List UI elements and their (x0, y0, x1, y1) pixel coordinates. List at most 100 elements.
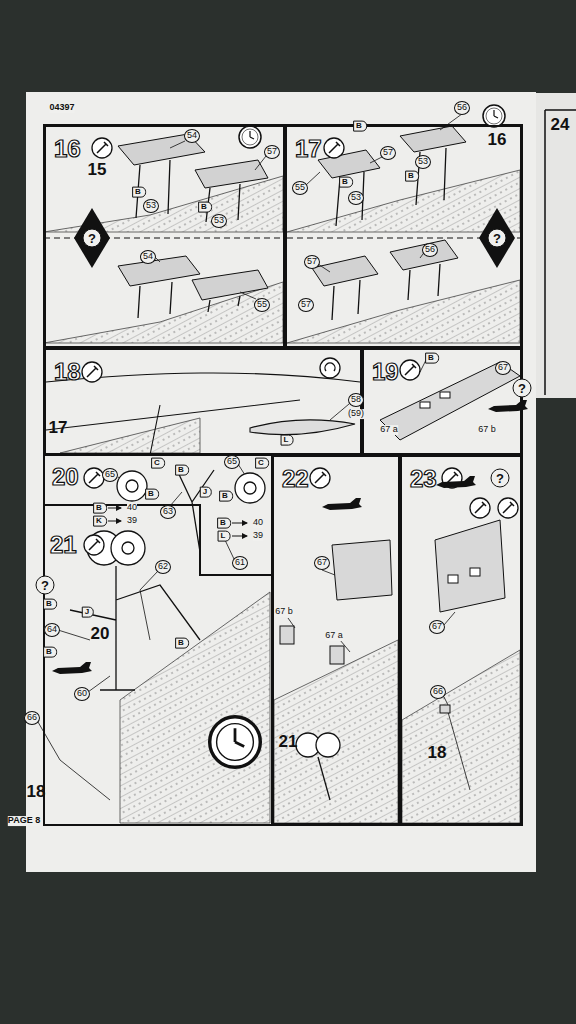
decal-letter: B (93, 503, 107, 514)
decal-letter: C (151, 458, 165, 469)
decal-letter: B (198, 202, 212, 213)
decal-letter: L (281, 435, 294, 446)
panel-part (420, 402, 430, 408)
decal-letter: B (339, 177, 353, 188)
part-number: 67 b (275, 607, 293, 617)
wing-surface (274, 640, 398, 823)
aircraft-silhouette (322, 498, 362, 510)
step-reference: 20 (91, 625, 110, 644)
page-frame (44, 125, 522, 825)
aircraft-silhouette (52, 662, 92, 674)
divider (44, 237, 520, 238)
decal-letter: B (175, 465, 189, 476)
flap-parts (390, 240, 458, 270)
panel-part (280, 626, 294, 644)
callout-number: 60 (74, 687, 90, 701)
callout-number: 61 (232, 556, 248, 570)
wing-surface (44, 176, 283, 232)
part-number: 39 (127, 516, 137, 526)
optional-mark: ? (488, 229, 507, 248)
step-panel: 16 (44, 125, 285, 348)
wing-surface (402, 650, 520, 823)
aircraft-silhouette (436, 476, 476, 488)
background (530, 93, 576, 398)
arrows (108, 521, 121, 522)
callout-number: 62 (155, 560, 171, 574)
callout-number: 56 (454, 101, 470, 115)
arrows (232, 536, 247, 537)
panel-part (470, 568, 480, 576)
icons (320, 358, 340, 378)
hinge-struts (138, 282, 240, 318)
callout-number: 66 (24, 711, 40, 725)
callout-number: 54 (184, 129, 200, 143)
optional-mark: ? (36, 576, 55, 595)
panel-part (332, 540, 392, 600)
decal-letter: B (43, 647, 57, 658)
icons (320, 358, 340, 378)
flap-parts (118, 126, 466, 300)
callout-number: 65 (224, 455, 240, 469)
hinge-struts (336, 148, 446, 226)
step-panel: 21 (44, 505, 272, 825)
page-frame (44, 125, 522, 825)
part-number: 67 a (380, 425, 398, 435)
step-number: 21 (50, 533, 77, 557)
landing-gear (176, 468, 214, 552)
arrows (232, 523, 247, 524)
part-number: 67 a (325, 631, 343, 641)
step-reference: 24 (551, 116, 570, 135)
aircraft-silhouette (52, 400, 528, 674)
decal-letter: B (219, 491, 233, 502)
step-reference: 15 (88, 161, 107, 180)
callout-number: 66 (430, 685, 446, 699)
decal-letter: B (405, 171, 419, 182)
part-number: 40 (127, 503, 137, 513)
decal-letter: B (217, 518, 231, 529)
callout-number: 57 (380, 146, 396, 160)
page-text: 04397 (49, 103, 74, 113)
step-number: 22 (282, 467, 309, 491)
landing-gear (117, 471, 147, 501)
icons (210, 717, 261, 768)
wing-surface (287, 170, 520, 232)
decal-letter: B (145, 489, 159, 500)
wing-surface (44, 170, 520, 823)
fuselage (250, 420, 355, 435)
callout-number: 57 (264, 145, 280, 159)
callout-number: 57 (298, 298, 314, 312)
step-reference: 21 (279, 733, 298, 752)
arrows (108, 508, 121, 509)
wing-surface (287, 280, 520, 343)
callout-number: 58 (348, 393, 364, 407)
step-number: 17 (295, 137, 322, 161)
step-reference: 18 (27, 783, 46, 802)
flap-parts (312, 256, 378, 286)
aircraft-silhouette (488, 400, 528, 412)
landing-gear (318, 757, 330, 800)
callout-number: 53 (415, 155, 431, 169)
step-number: 18 (54, 360, 81, 384)
panel-part (440, 705, 450, 713)
callout-number: 53 (211, 214, 227, 228)
callout-number: 56 (422, 243, 438, 257)
part-number: 67 b (478, 425, 496, 435)
decal-letter: B (353, 121, 367, 132)
icons (310, 468, 330, 488)
decal-letter: B (43, 599, 57, 610)
fuselage (46, 373, 360, 455)
divider (44, 237, 520, 238)
optional-mark: ? (491, 469, 510, 488)
panel-part (448, 575, 458, 583)
step-number: 19 (372, 360, 399, 384)
background (545, 110, 576, 395)
landing-gear (111, 531, 145, 565)
callout-number: 53 (143, 199, 159, 213)
landing-gear (316, 733, 340, 757)
part-number: 39 (253, 531, 263, 541)
